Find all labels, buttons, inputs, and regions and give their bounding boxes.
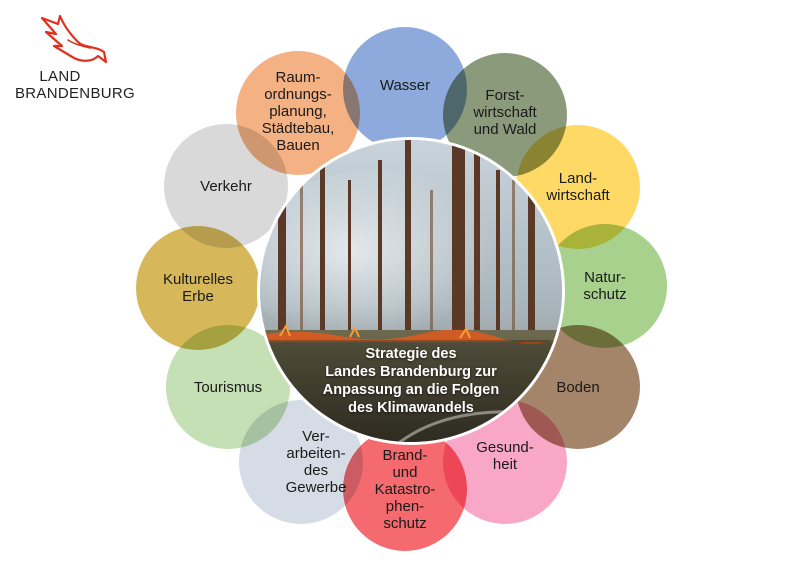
petal-label-landwirtschaft: Land- wirtschaft xyxy=(546,170,610,204)
petal-label-wasser: Wasser xyxy=(379,76,431,94)
petal-label-tourismus: Tourismus xyxy=(193,378,263,396)
land-brandenburg-logo: LAND BRANDENBURG xyxy=(15,12,138,112)
petal-label-verkehr: Verkehr xyxy=(200,177,252,195)
logo-text-brandenburg: BRANDENBURG xyxy=(15,85,135,102)
petal-label-forstwirtschaft: Forst- wirtschaft und Wald xyxy=(473,86,537,138)
logo-text-land: LAND xyxy=(39,68,81,85)
petal-label-kulturelles-erbe: Kulturelles Erbe xyxy=(162,271,234,305)
petal-label-boden: Boden xyxy=(556,378,600,396)
eagle-icon xyxy=(40,14,108,64)
center-forest-fire-photo: Strategie des Landes Brandenburg zur Anp… xyxy=(260,140,562,442)
petal-kulturelles-erbe: Kulturelles Erbe xyxy=(136,226,260,350)
center-title: Strategie des Landes Brandenburg zur Anp… xyxy=(322,346,500,416)
petal-wasser: Wasser xyxy=(343,27,467,151)
petal-label-brand-katastrophenschutz: Brand- und Katastro- phen- schutz xyxy=(374,446,436,532)
petal-label-naturschutz: Natur- schutz xyxy=(583,269,627,303)
petal-label-gesundheit: Gesund- heit xyxy=(476,439,534,473)
petal-brand-katastrophenschutz: Brand- und Katastro- phen- schutz xyxy=(343,427,467,551)
